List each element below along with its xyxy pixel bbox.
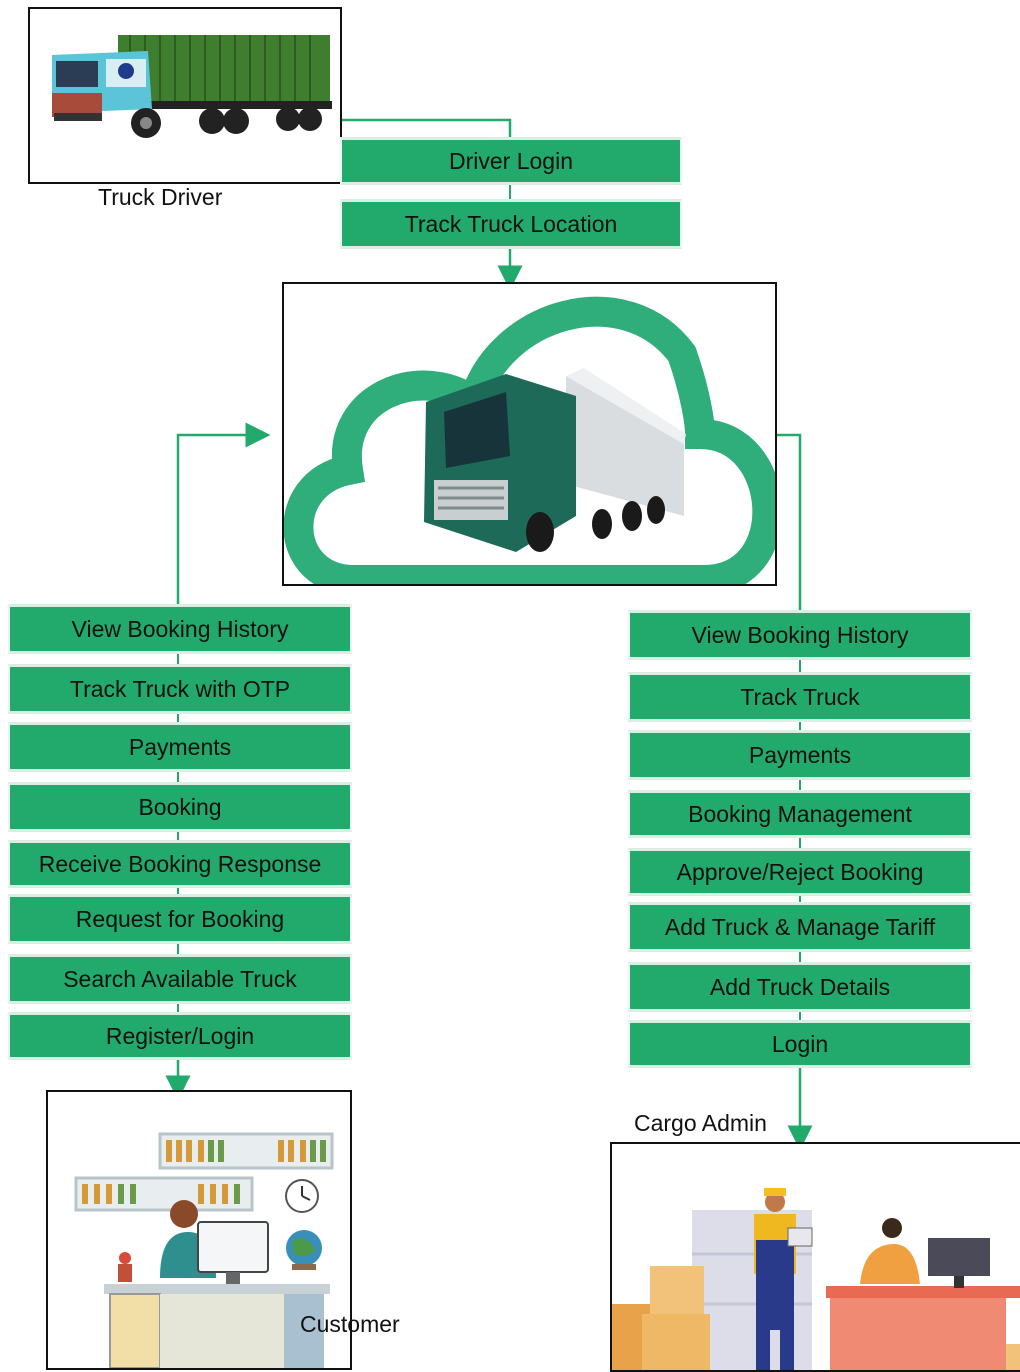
truck-driver-frame [28, 7, 342, 184]
customer-office-illustration [74, 1132, 334, 1368]
customer-frame [46, 1090, 352, 1370]
admin-login-box: Login [628, 1020, 972, 1068]
driver-arrow [309, 107, 512, 140]
cargo-admin-illustration [612, 1188, 1020, 1370]
cloud-to-admin-line [776, 433, 802, 612]
customer-request-booking-box: Request for Booking [8, 894, 352, 944]
driver-truck-illustration [52, 35, 332, 138]
admin-add-truck-details-box: Add Truck Details [628, 962, 972, 1012]
admin-view-booking-history-box: View Booking History [628, 610, 972, 660]
customer-track-truck-otp-box: Track Truck with OTP [8, 664, 352, 714]
driver-login-box: Driver Login [340, 137, 682, 185]
track-truck-location-box: Track Truck Location [340, 199, 682, 249]
cloud-frame [282, 282, 777, 586]
customer-receive-booking-response-box: Receive Booking Response [8, 840, 352, 888]
customer-search-available-truck-box: Search Available Truck [8, 954, 352, 1004]
cargo-admin-frame [610, 1142, 1020, 1372]
customer-label: Customer [300, 1311, 400, 1337]
admin-track-truck-box: Track Truck [628, 672, 972, 722]
cargo-admin-label: Cargo Admin [634, 1110, 767, 1136]
customer-payments-box: Payments [8, 722, 352, 772]
admin-payments-box: Payments [628, 730, 972, 780]
admin-booking-management-box: Booking Management [628, 790, 972, 838]
customer-to-cloud-arrow [176, 422, 271, 606]
admin-add-truck-tariff-box: Add Truck & Manage Tariff [628, 902, 972, 952]
customer-booking-box: Booking [8, 782, 352, 832]
customer-view-booking-history-box: View Booking History [8, 604, 352, 654]
customer-register-login-box: Register/Login [8, 1012, 352, 1060]
cloud-truck-illustration [284, 296, 775, 584]
truck-driver-label: Truck Driver [98, 184, 223, 210]
admin-approve-reject-box: Approve/Reject Booking [628, 848, 972, 896]
